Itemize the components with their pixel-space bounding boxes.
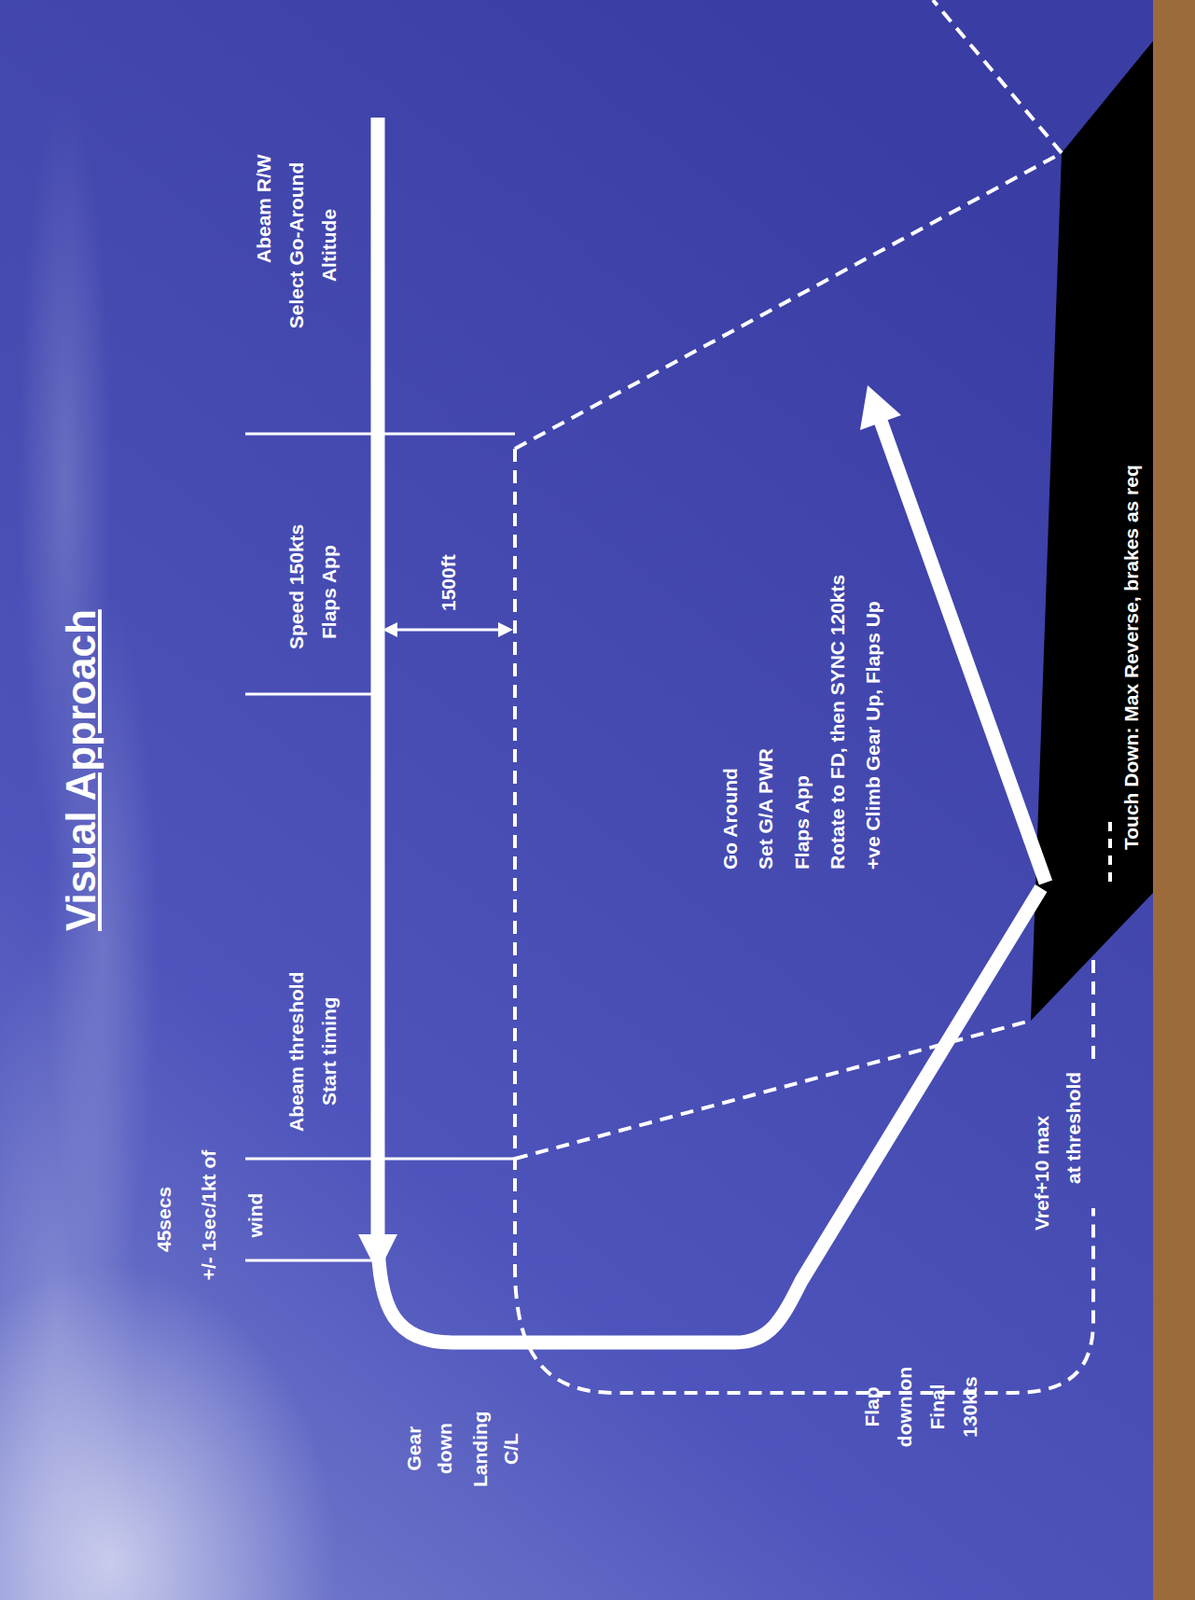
speed-note: Vref+10 max [1025, 1115, 1058, 1231]
position-note: Abeam R/W [247, 153, 280, 264]
height-label: 1500ft [431, 554, 465, 612]
go-around-step: Set G/A PWR [749, 748, 782, 870]
go-around-step: Rotate to FD, then SYNC 120kts [820, 574, 854, 870]
touchdown-note: Touch Down: Max Reverse, brakes as req [1114, 464, 1148, 850]
speed-note: Speed 150kts [279, 524, 313, 650]
config-note: Flap down on Final 130kts [855, 1363, 987, 1450]
projection-line [514, 152, 1062, 449]
timing-note: Start timing [312, 996, 346, 1106]
height-arrow [382, 622, 514, 638]
position-note: at threshold [1056, 1071, 1090, 1184]
ground-track [514, 0, 1094, 1393]
projection-line [932, 0, 1062, 153]
base-and-final [377, 888, 1042, 1343]
config-note: Gear down [398, 1422, 460, 1474]
position-note: Select Go-Around Altitude [279, 147, 346, 344]
checklist-note: Landing C/L [464, 1410, 527, 1487]
position-note: Abeam threshold [279, 971, 313, 1132]
go-around-step: +ve Climb Gear Up, Flaps Up [856, 600, 890, 870]
ground-track-path [514, 448, 1094, 1393]
timing-note: +/- 1sec/1kt of wind [185, 1138, 279, 1293]
arrowhead [860, 385, 902, 431]
threshold-line [1091, 956, 1096, 1059]
arrowhead [498, 622, 514, 638]
downwind-leg [371, 117, 386, 1240]
go-around-path [880, 420, 1046, 883]
tick [245, 693, 378, 696]
diagram-title: Visual Approach [55, 609, 107, 931]
go-around-step: Flaps App [785, 775, 819, 870]
runway-marking [1108, 816, 1112, 882]
ground [1153, 0, 1195, 1600]
arrowhead [358, 1234, 398, 1274]
cloud [46, 592, 159, 1302]
height-arrow-line [391, 628, 504, 632]
go-around-step: Go Around [713, 767, 747, 870]
centreline-dash [1108, 816, 1112, 882]
timing-note: 45secs [147, 1186, 181, 1252]
tick [245, 1259, 378, 1263]
config-note: Flaps App [312, 544, 346, 640]
flight-path [358, 117, 1046, 1343]
